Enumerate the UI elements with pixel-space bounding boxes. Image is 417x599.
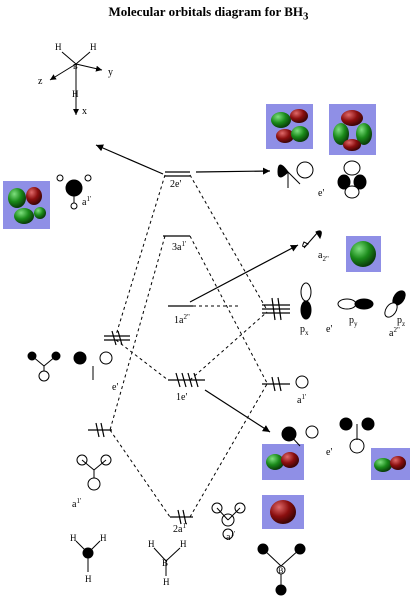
boron-label-a1-right: a1' xyxy=(297,393,306,406)
coordinate-axes xyxy=(49,51,103,115)
axis-z-label: z xyxy=(38,76,43,87)
correlation-lines xyxy=(109,174,268,518)
bottom-orbital-b-label: B xyxy=(278,566,283,575)
ligand-label-a1-bottom-center: a1' xyxy=(226,530,235,543)
bottom-bh3-b-label: B xyxy=(162,558,168,568)
ligand-a1-bottom-center-sketch xyxy=(211,502,246,540)
ligand-a1-top-sketch xyxy=(56,174,92,210)
mo-level-2a1 xyxy=(170,509,193,525)
orbital-render-e-lower-right xyxy=(371,448,410,480)
bottom-h3-label: H xyxy=(85,574,92,584)
boron-label-a2pp-top: a2" xyxy=(318,250,329,263)
bottom-h2-label: H xyxy=(100,533,107,543)
mo-label-2e: 2e' xyxy=(170,179,181,190)
bottom-bh3-h1-label: H xyxy=(148,539,155,549)
bottom-h1-label: H xyxy=(70,533,77,543)
bottom-molecule-bh3 xyxy=(153,547,181,576)
boron-py-sketch xyxy=(337,298,374,310)
boron-label-e-mid: e' xyxy=(326,324,332,335)
boron-label-py: py xyxy=(349,315,358,328)
mo-label-1a2pp: 1a2" xyxy=(174,313,190,326)
ligand-e-lower-sketch-2 xyxy=(339,417,375,454)
boron-label-px: px xyxy=(300,324,309,337)
mo-label-1e: 1e' xyxy=(176,392,187,403)
mo-label-3a1: 3a1' xyxy=(172,240,186,253)
orbital-render-a2pp xyxy=(346,236,381,272)
diagram-title: Molecular orbitals diagram for BH3 xyxy=(108,4,309,23)
boron-label-e-top: e' xyxy=(318,188,324,199)
ligand-label-e-left: e' xyxy=(112,382,118,393)
bottom-molecule-h3 xyxy=(75,540,101,572)
mo-level-1e xyxy=(168,372,205,388)
ligand-label-a1-top: a1' xyxy=(82,195,91,208)
boron-level-s xyxy=(262,376,290,392)
ligand-label-a1-left: a1' xyxy=(72,497,81,510)
boron-pz-sketch xyxy=(384,290,406,318)
ligand-label-e-lower-right: e' xyxy=(326,447,332,458)
boron-label-a2pp-bottom: a2" xyxy=(389,326,400,339)
boron-px-sketch xyxy=(300,282,312,320)
ligand-a1-left-sketch xyxy=(76,454,112,491)
bottom-orbital-sketch xyxy=(257,543,306,596)
boron-e-sketch-1 xyxy=(277,161,314,188)
axis-h3-label: H xyxy=(72,89,79,99)
axis-x-label: x xyxy=(82,106,87,117)
ligand-level-e xyxy=(104,330,130,346)
boron-e-sketch-2 xyxy=(337,160,367,199)
bottom-bh3-h2-label: H xyxy=(180,539,187,549)
ligand-e-sketch-2 xyxy=(73,351,113,380)
boron-level-p xyxy=(262,297,290,321)
boron-a2pp-sketch xyxy=(302,230,322,249)
orbital-render-e-left-side xyxy=(3,181,50,229)
axis-h2-label: H xyxy=(90,42,97,52)
mo-label-2a1: 2a1' xyxy=(173,522,187,535)
bottom-bh3-h3-label: H xyxy=(163,577,170,587)
axis-h1-label: H xyxy=(55,42,62,52)
axis-y-label: y xyxy=(108,67,113,78)
axis-b-label: B xyxy=(73,63,78,71)
orbital-render-a1-bottom xyxy=(262,495,304,529)
boron-s-sketch xyxy=(295,375,309,389)
ligand-e-sketch-1 xyxy=(27,351,61,382)
orbital-render-e-lower-left xyxy=(262,444,304,480)
ligand-e-lower-sketch-1 xyxy=(281,425,319,447)
mo-level-2e xyxy=(165,171,190,177)
boron-label-pz: pz xyxy=(397,315,405,328)
orbital-render-e-right xyxy=(329,104,376,155)
ligand-level-a1 xyxy=(88,422,112,438)
orbital-arrows xyxy=(95,144,299,433)
orbital-render-e-left xyxy=(266,104,313,149)
